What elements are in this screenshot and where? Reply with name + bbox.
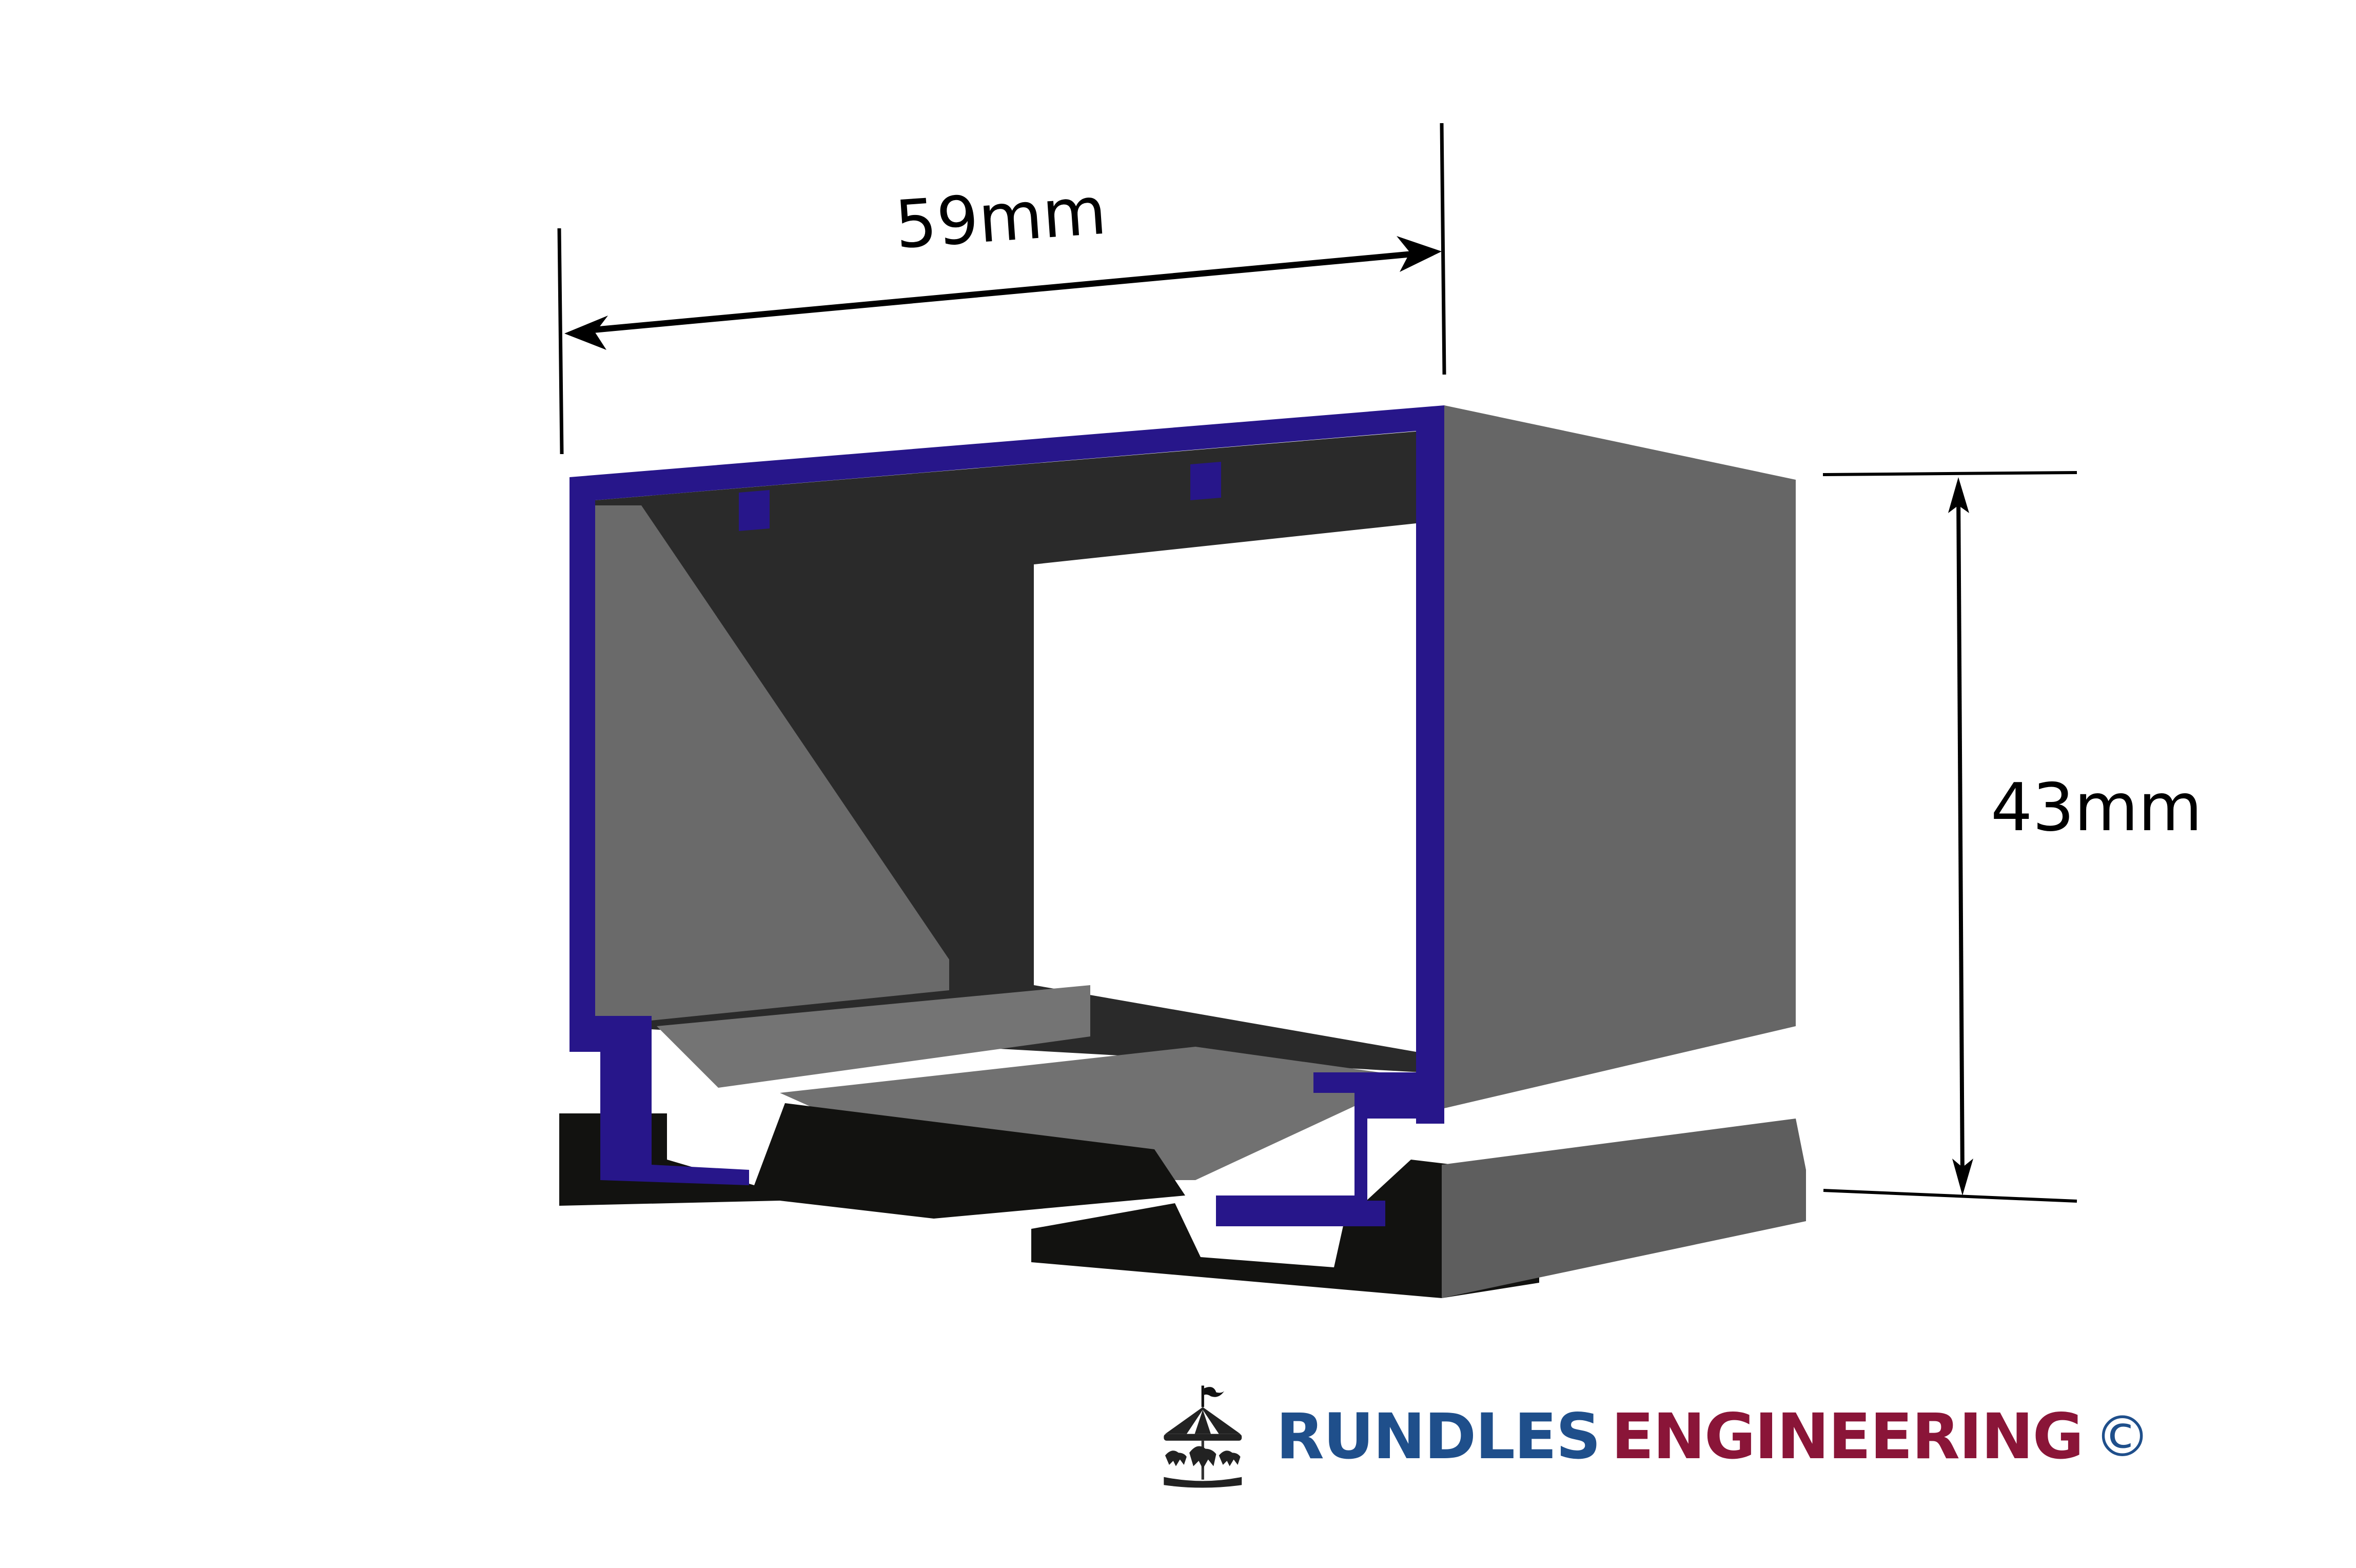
base-left — [559, 1103, 1185, 1219]
profile-window — [1034, 523, 1416, 1052]
carousel-icon — [1164, 1385, 1242, 1488]
height-dimension-label: 43mm — [1991, 770, 2203, 846]
brand-name-engineering: ENGINEERING — [1611, 1400, 2084, 1473]
copyright-symbol: © — [2094, 1404, 2151, 1469]
profile-side-face — [1444, 405, 1796, 1108]
width-dimension — [557, 123, 1446, 455]
base-right-side — [1442, 1119, 1806, 1298]
brand-name-rundles: RUNDLES — [1276, 1400, 1601, 1473]
width-dimension-label: 59mm — [892, 172, 1109, 264]
brand-logo: RUNDLES ENGINEERING © — [1157, 1380, 2151, 1493]
profile-section-outline — [570, 405, 1444, 1226]
height-dimension — [1822, 471, 2077, 1203]
profile-floor — [657, 985, 1090, 1088]
profile-inner-wall — [595, 505, 949, 1026]
base-right — [1031, 1160, 1539, 1298]
